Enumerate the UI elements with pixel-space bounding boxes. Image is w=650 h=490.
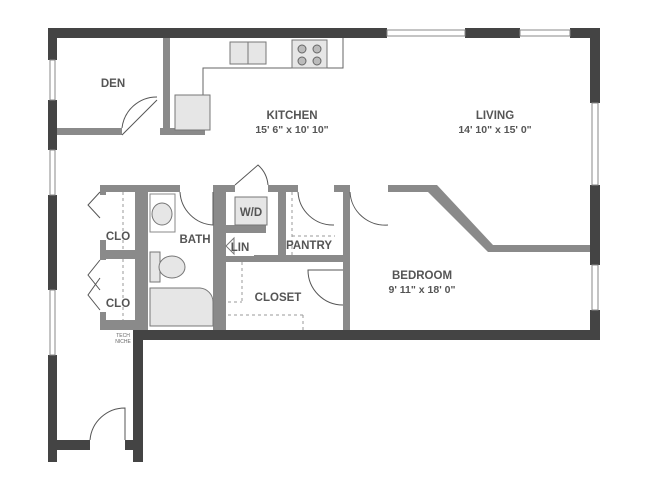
room-dimensions-kitchen: 15' 6" x 10' 10"	[255, 124, 328, 136]
bathroom-sink-icon	[151, 202, 173, 226]
room-label-clo-2: CLO	[106, 298, 130, 310]
door-clo-bifold	[87, 191, 101, 291]
room-label-bedroom: BEDROOM	[392, 270, 452, 282]
toilet-icon	[158, 255, 186, 279]
window	[49, 289, 56, 356]
interior-walls	[57, 38, 590, 330]
exterior-walls	[48, 28, 600, 462]
window	[49, 149, 56, 196]
tech-niche-label-2: NICHE	[115, 339, 131, 345]
window	[591, 102, 599, 186]
room-label-clo-1: CLO	[106, 231, 130, 243]
room-label-living: LIVING	[476, 110, 514, 122]
washer-dryer-unit	[234, 196, 268, 226]
room-dimensions-living: 14' 10" x 15' 0"	[458, 124, 531, 136]
sink-icon	[229, 41, 267, 65]
door-wd	[234, 164, 269, 186]
room-label-washer-dryer: W/D	[240, 207, 262, 219]
room-label-linen: LIN	[231, 242, 250, 254]
window	[591, 264, 599, 311]
stove-icon	[291, 39, 328, 69]
windows	[49, 29, 599, 356]
refrigerator-icon	[174, 94, 211, 131]
window	[519, 29, 571, 37]
shelves	[122, 192, 335, 330]
door-bath	[179, 191, 214, 226]
door-den	[121, 96, 158, 136]
room-label-bath: BATH	[179, 234, 210, 246]
door-entry	[89, 407, 126, 441]
room-label-den: DEN	[101, 78, 125, 90]
window	[386, 29, 466, 37]
room-label-pantry: PANTRY	[286, 240, 332, 252]
bathtub-icon	[149, 287, 214, 327]
window	[49, 59, 56, 101]
room-label-kitchen: KITCHEN	[266, 110, 317, 122]
door-bedroom	[349, 191, 389, 226]
room-dimensions-bedroom: 9' 11" x 18' 0"	[389, 284, 456, 296]
room-label-closet: CLOSET	[255, 292, 302, 304]
door-pantry	[297, 191, 335, 226]
door-closet	[307, 269, 344, 306]
doors	[87, 96, 389, 441]
kitchen-counter	[202, 38, 344, 100]
tech-niche-label-1: TECH	[116, 333, 130, 339]
